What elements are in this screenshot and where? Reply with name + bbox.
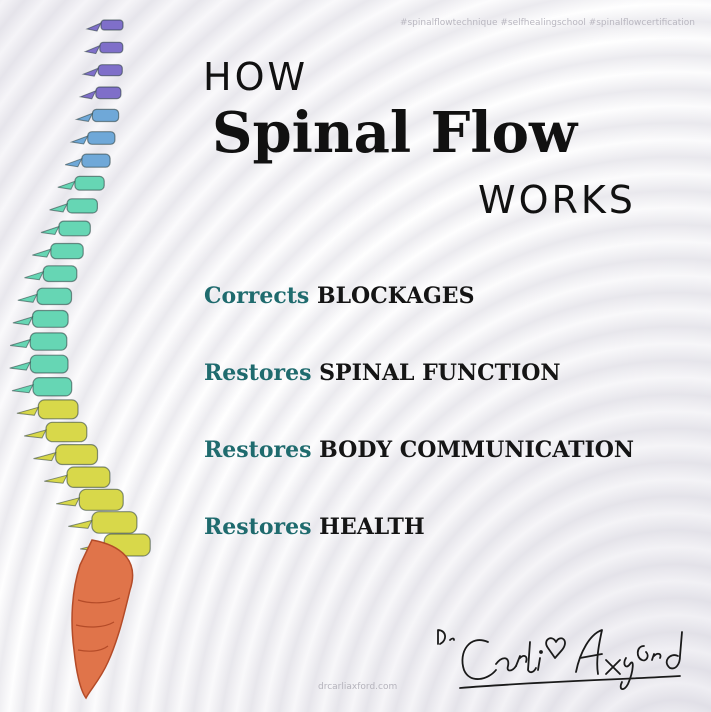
vertebra	[42, 265, 78, 283]
vertebra	[58, 220, 91, 237]
vertebra	[31, 309, 69, 328]
benefit-object: SPINAL FUNCTION	[319, 360, 561, 386]
vertebra-process	[17, 293, 38, 303]
vertebra-process	[9, 361, 32, 371]
vertebra-process	[24, 429, 47, 439]
benefits-list: Corrects BLOCKAGES Restores SPINAL FUNCT…	[204, 280, 634, 588]
benefit-verb: Restores	[204, 514, 312, 540]
vertebra	[78, 488, 124, 511]
vertebra-process	[44, 474, 68, 484]
vertebra	[37, 399, 79, 420]
vertebra-process	[56, 497, 81, 507]
spine-illustration	[9, 19, 151, 700]
vertebra-process	[24, 270, 45, 281]
vertebra	[87, 131, 116, 145]
vertebra	[45, 421, 88, 443]
title-works: WORKS	[478, 178, 636, 222]
vertebra	[97, 64, 123, 77]
benefit-item: Corrects BLOCKAGES	[204, 280, 634, 357]
vertebra-process	[78, 89, 97, 100]
vertebra-process	[85, 22, 103, 32]
title-spinal-flow: Spinal Flow	[212, 100, 578, 166]
vertebra-process	[32, 248, 52, 258]
vertebra	[50, 242, 84, 260]
benefit-verb: Corrects	[204, 283, 310, 309]
vertebra-process	[81, 67, 100, 77]
benefit-object: BLOCKAGES	[316, 283, 475, 309]
vertebra	[91, 108, 120, 123]
vertebra	[36, 287, 73, 306]
vertebra-process	[57, 180, 76, 190]
benefit-object: BODY COMMUNICATION	[319, 437, 635, 463]
vertebra	[29, 332, 68, 351]
sacrum-coccyx	[71, 539, 134, 700]
vertebra-process	[83, 44, 101, 55]
vertebra	[29, 354, 69, 374]
vertebra	[95, 86, 122, 100]
vertebra	[74, 175, 105, 191]
vertebra	[81, 153, 111, 168]
vertebra	[66, 466, 111, 488]
vertebra	[55, 444, 99, 466]
hashtags: #spinalflowtechnique #selfhealingschool …	[399, 18, 695, 28]
benefit-verb: Restores	[204, 360, 312, 386]
vertebra	[100, 19, 124, 31]
vertebra-process	[33, 451, 57, 462]
benefit-item: Restores SPINAL FUNCTION	[204, 357, 634, 434]
vertebra-process	[16, 406, 40, 416]
signature-logo	[437, 629, 683, 690]
vertebra	[32, 377, 73, 397]
vertebra-process	[65, 157, 83, 168]
vertebra-process	[68, 519, 93, 529]
vertebra-process	[49, 203, 69, 213]
title-how: HOW	[203, 55, 309, 99]
vertebra-process	[74, 112, 94, 122]
website-url: drcarliaxford.com	[318, 682, 398, 692]
vertebra-process	[11, 383, 34, 394]
vertebra-process	[69, 135, 89, 145]
vertebra-process	[12, 316, 34, 326]
benefit-verb: Restores	[204, 437, 312, 463]
vertebra	[99, 41, 124, 54]
vertebra	[66, 198, 98, 214]
vertebra-process	[40, 225, 60, 236]
benefit-item: Restores HEALTH	[204, 511, 634, 588]
vertebra	[91, 511, 138, 534]
benefit-item: Restores BODY COMMUNICATION	[204, 434, 634, 511]
benefit-object: HEALTH	[319, 514, 425, 540]
vertebra-process	[9, 338, 32, 349]
